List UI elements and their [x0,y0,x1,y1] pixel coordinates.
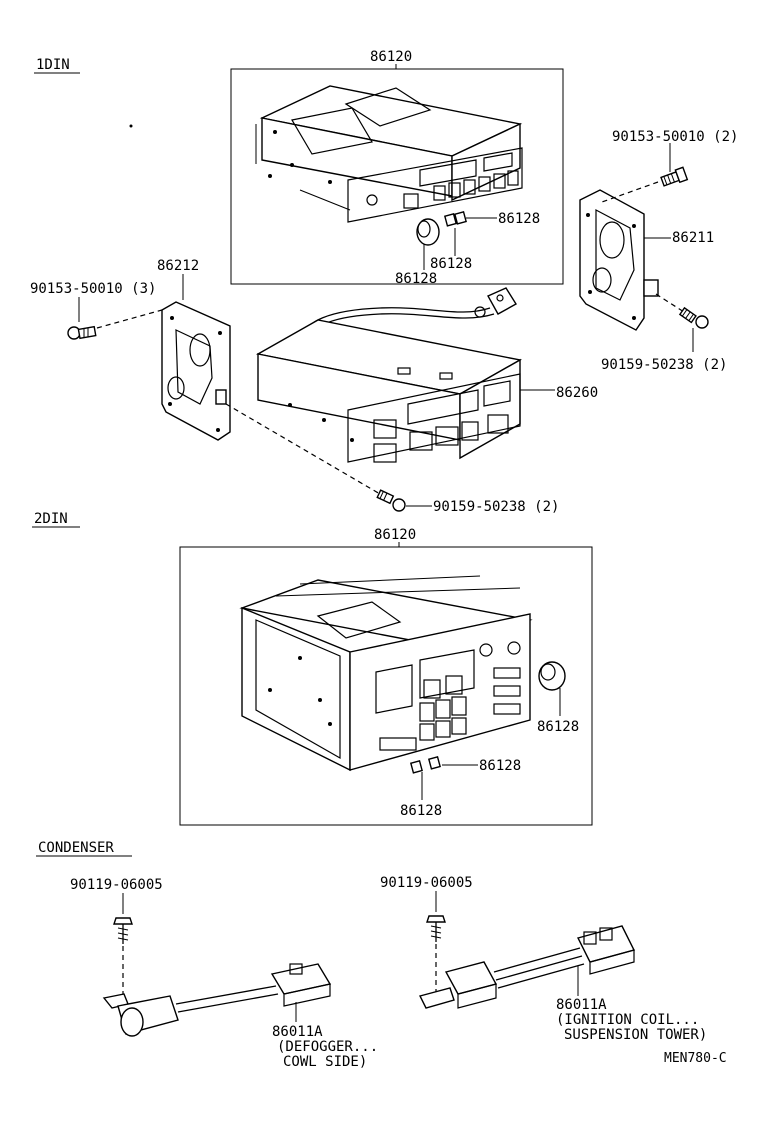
din2-knob-label-b: 86128 [479,758,521,774]
cond-left-screw-label: 90119-06005 [70,877,163,893]
section-1din: 1DIN [34,57,80,74]
cond-left-note2: COWL SIDE) [283,1054,367,1070]
bracket-left-86212: 86212 [157,258,231,441]
din2-radio-frame [179,546,593,826]
bolt-bottom: 90159-50238 (2) [225,403,559,515]
cond-left-part-label: 86011A [272,1024,323,1040]
cond-right-part-label: 86011A [556,997,607,1013]
din2-radio-label: 86120 [374,527,416,543]
bolt-right: 90159-50238 (2) [601,293,727,373]
din1-radio-unit [255,85,523,223]
cond-right-screw [426,915,446,942]
din2-knob [538,661,566,691]
player-86260: 86260 [256,287,598,463]
condenser-left: 90119-06005 86011A (DEFOGGER... COWL SID… [70,877,378,1070]
cond-left-note1: (DEFOGGER... [277,1039,378,1055]
din1-knob [416,218,440,246]
bracket-left-label: 86212 [157,258,199,274]
player-connector [474,287,517,318]
condenser-right: 90119-06005 86011A (IGNITION COIL... SUS… [380,875,707,1043]
screw-left: 90153-50010 (3) [30,281,163,340]
section-2din-label: 2DIN [34,511,68,527]
din1-radio-frame [230,68,564,285]
din1-push-buttons [443,211,467,227]
screw-left-label: 90153-50010 (3) [30,281,156,297]
figure-code: MEN780-C [664,1051,727,1066]
din2-knob-label-a: 86128 [537,719,579,735]
din1-knob-label-a: 86128 [498,211,540,227]
bracket-right-86211: 86211 [579,189,714,331]
din2-radio-assembly: 86120 [179,527,593,826]
cond-right-note2: SUSPENSION TOWER) [564,1027,707,1043]
section-1din-label: 1DIN [36,57,70,73]
cond-left-body [102,963,332,1037]
player-label: 86260 [556,385,598,401]
din1-radio-label: 86120 [370,49,412,65]
screw-right-top-label: 90153-50010 (2) [612,129,738,145]
section-condenser: CONDENSER [36,840,132,857]
bolt-right-label: 90159-50238 (2) [601,357,727,373]
bolt-bottom-label: 90159-50238 (2) [433,499,559,515]
din1-radio-assembly: 86120 [230,49,564,287]
din1-knob-label-c: 86128 [395,271,437,287]
din2-knob-label-c: 86128 [400,803,442,819]
din1-knob-label-b: 86128 [430,256,472,272]
cond-right-screw-label: 90119-06005 [380,875,473,891]
section-2din: 2DIN [32,511,80,528]
cond-right-note1: (IGNITION COIL... [556,1012,699,1028]
din2-radio-unit [239,575,533,772]
bracket-right-label: 86211 [672,230,714,246]
section-condenser-label: CONDENSER [38,840,114,856]
din2-push-buttons [409,756,441,774]
cond-right-body [418,925,636,1009]
cond-left-screw [113,917,133,944]
screw-right-top: 90153-50010 (2) [601,129,738,203]
